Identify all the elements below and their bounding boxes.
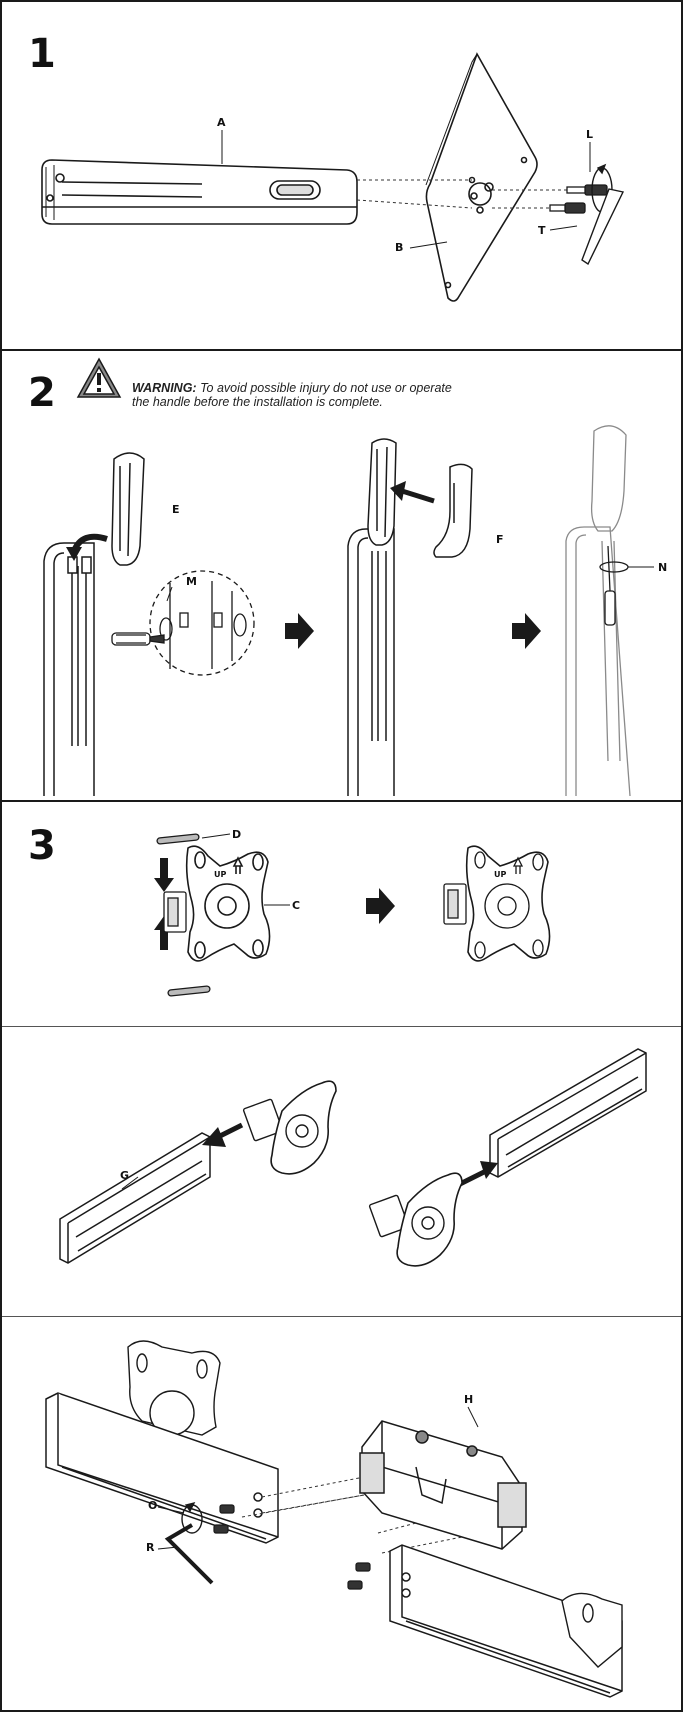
vesa-plate-c	[185, 845, 271, 962]
label-r: R	[146, 1541, 155, 1554]
pole-left	[43, 542, 95, 796]
step-3b-illustration	[59, 1048, 647, 1267]
step-number: 3	[28, 823, 56, 869]
rail-right-lower	[389, 1544, 623, 1698]
assembled-plate	[443, 845, 551, 962]
pole-part-a	[41, 159, 358, 225]
label-h: H	[464, 1393, 474, 1406]
label-e: E	[172, 503, 180, 516]
detail-circle	[149, 570, 255, 676]
handle-e	[111, 452, 145, 566]
pole-right	[565, 425, 631, 797]
screwdriver	[111, 632, 165, 646]
base-plate-b	[425, 52, 538, 302]
bracket-left	[242, 1080, 337, 1175]
allen-key-t	[581, 188, 625, 266]
label-up-2: UP	[494, 870, 507, 879]
step-1-panel: 1	[2, 2, 681, 351]
label-b: B	[395, 241, 404, 254]
rail-g	[59, 1132, 211, 1264]
label-d: D	[232, 828, 242, 841]
right-arrow-icon	[512, 613, 541, 649]
right-arrow-icon	[285, 613, 314, 649]
label-o: O	[148, 1499, 158, 1512]
label-f: F	[496, 533, 504, 546]
label-l: L	[586, 128, 594, 141]
cover-f	[433, 463, 473, 558]
warning-text: WARNING: To avoid possible injury do not…	[132, 381, 552, 409]
bracket-right	[368, 1172, 463, 1267]
step-3c-illustration	[45, 1340, 623, 1698]
warning-triangle-icon	[76, 357, 122, 398]
label-t: T	[538, 224, 546, 237]
step-2-illustration	[43, 357, 654, 797]
rail-right	[489, 1048, 647, 1178]
step-3c-panel: H O R	[2, 1317, 681, 1714]
warning-label: WARNING:	[132, 381, 197, 395]
allen-key-r	[164, 1523, 214, 1585]
step-number: 2	[28, 370, 56, 416]
lower-plate	[561, 1592, 623, 1668]
warning-line-1: To avoid possible injury do not use or o…	[200, 381, 452, 395]
step-3a-illustration	[154, 833, 551, 997]
upper-plate	[127, 1340, 221, 1436]
step-2-panel: 2	[2, 351, 681, 802]
screwdriver-n	[599, 545, 629, 626]
warning-line-2: the handle before the installation is co…	[132, 395, 383, 409]
step-3a-panel: 3	[2, 802, 681, 1027]
label-g: G	[120, 1169, 130, 1182]
label-a: A	[217, 116, 226, 129]
pin-d	[156, 833, 211, 997]
label-up-1: UP	[214, 870, 227, 879]
pole-middle	[347, 438, 397, 796]
step-3b-panel: G	[2, 1027, 681, 1317]
bolt-l	[549, 184, 608, 214]
rotate-arrow-icon	[181, 1501, 203, 1534]
hub-h	[359, 1420, 527, 1550]
right-arrow-icon	[366, 888, 395, 924]
bolts	[213, 1504, 371, 1590]
label-m: M	[186, 575, 197, 588]
label-n: N	[658, 561, 668, 574]
tilt-clamp	[163, 891, 187, 933]
label-c: C	[292, 899, 301, 912]
step-number: 1	[28, 31, 56, 77]
step-1-illustration	[41, 52, 625, 302]
